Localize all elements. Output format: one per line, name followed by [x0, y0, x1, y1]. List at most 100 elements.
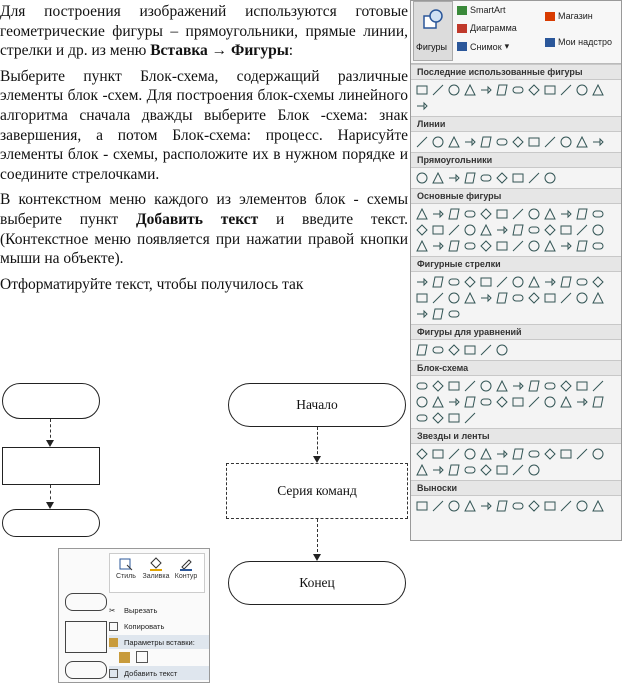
shape-option-icon[interactable] — [462, 410, 478, 426]
shape-option-icon[interactable] — [462, 290, 478, 306]
shape-option-icon[interactable] — [590, 394, 606, 410]
shape-option-icon[interactable] — [542, 134, 558, 150]
shape-option-icon[interactable] — [510, 498, 526, 514]
shape-option-icon[interactable] — [526, 498, 542, 514]
shape-option-icon[interactable] — [542, 394, 558, 410]
shape-option-icon[interactable] — [526, 222, 542, 238]
shape-option-icon[interactable] — [494, 446, 510, 462]
shape-option-icon[interactable] — [526, 82, 542, 98]
shape-option-icon[interactable] — [414, 306, 430, 322]
shape-option-icon[interactable] — [414, 498, 430, 514]
shape-option-icon[interactable] — [542, 82, 558, 98]
shape-option-icon[interactable] — [446, 222, 462, 238]
blank-terminator-top[interactable] — [2, 383, 100, 419]
shape-option-icon[interactable] — [430, 342, 446, 358]
shape-option-icon[interactable] — [574, 290, 590, 306]
shape-option-icon[interactable] — [494, 290, 510, 306]
shape-option-icon[interactable] — [590, 290, 606, 306]
shape-option-icon[interactable] — [558, 206, 574, 222]
shape-option-icon[interactable] — [414, 170, 430, 186]
addins-button[interactable]: Мои надстро — [545, 37, 612, 47]
shape-option-icon[interactable] — [510, 206, 526, 222]
shape-option-icon[interactable] — [590, 498, 606, 514]
shape-option-icon[interactable] — [510, 462, 526, 478]
shape-option-icon[interactable] — [430, 498, 446, 514]
shape-option-icon[interactable] — [526, 462, 542, 478]
shape-option-icon[interactable] — [462, 446, 478, 462]
shape-option-icon[interactable] — [430, 82, 446, 98]
shape-option-icon[interactable] — [590, 206, 606, 222]
shape-option-icon[interactable] — [414, 274, 430, 290]
shape-option-icon[interactable] — [558, 238, 574, 254]
shape-option-icon[interactable] — [526, 238, 542, 254]
shape-option-icon[interactable] — [478, 170, 494, 186]
shape-option-icon[interactable] — [462, 462, 478, 478]
shape-option-icon[interactable] — [478, 290, 494, 306]
shape-option-icon[interactable] — [478, 378, 494, 394]
shape-option-icon[interactable] — [414, 446, 430, 462]
shape-option-icon[interactable] — [414, 342, 430, 358]
shape-option-icon[interactable] — [414, 222, 430, 238]
shape-option-icon[interactable] — [414, 462, 430, 478]
shape-option-icon[interactable] — [574, 134, 590, 150]
fill-button[interactable]: Заливка — [142, 557, 170, 580]
shape-option-icon[interactable] — [462, 238, 478, 254]
shape-option-icon[interactable] — [574, 222, 590, 238]
shape-option-icon[interactable] — [542, 290, 558, 306]
shape-option-icon[interactable] — [526, 170, 542, 186]
shape-option-icon[interactable] — [446, 206, 462, 222]
shape-option-icon[interactable] — [414, 290, 430, 306]
shape-option-icon[interactable] — [462, 498, 478, 514]
shape-option-icon[interactable] — [542, 274, 558, 290]
shape-option-icon[interactable] — [510, 290, 526, 306]
shape-option-icon[interactable] — [462, 342, 478, 358]
shape-option-icon[interactable] — [478, 274, 494, 290]
shape-option-icon[interactable] — [446, 378, 462, 394]
shape-option-icon[interactable] — [462, 206, 478, 222]
shape-option-icon[interactable] — [558, 290, 574, 306]
shape-option-icon[interactable] — [510, 82, 526, 98]
shape-option-icon[interactable] — [478, 446, 494, 462]
shape-option-icon[interactable] — [446, 410, 462, 426]
shape-option-icon[interactable] — [430, 306, 446, 322]
shape-option-icon[interactable] — [526, 378, 542, 394]
shape-option-icon[interactable] — [446, 274, 462, 290]
shape-option-icon[interactable] — [414, 378, 430, 394]
process-block[interactable]: Серия команд — [226, 463, 408, 519]
shape-option-icon[interactable] — [574, 238, 590, 254]
shape-option-icon[interactable] — [542, 498, 558, 514]
shape-option-icon[interactable] — [526, 290, 542, 306]
shape-option-icon[interactable] — [414, 206, 430, 222]
shape-option-icon[interactable] — [590, 134, 606, 150]
shape-option-icon[interactable] — [430, 462, 446, 478]
shape-option-icon[interactable] — [430, 206, 446, 222]
store-button[interactable]: Магазин — [545, 11, 593, 21]
shape-option-icon[interactable] — [558, 274, 574, 290]
shape-option-icon[interactable] — [430, 222, 446, 238]
shape-option-icon[interactable] — [510, 274, 526, 290]
shape-option-icon[interactable] — [414, 134, 430, 150]
shape-option-icon[interactable] — [494, 498, 510, 514]
shape-option-icon[interactable] — [526, 446, 542, 462]
shape-option-icon[interactable] — [558, 394, 574, 410]
shape-option-icon[interactable] — [478, 82, 494, 98]
start-terminator[interactable]: Начало — [228, 383, 406, 427]
shape-option-icon[interactable] — [462, 274, 478, 290]
style-button[interactable]: Стиль — [112, 557, 140, 580]
shape-option-icon[interactable] — [494, 222, 510, 238]
shape-option-icon[interactable] — [558, 222, 574, 238]
shape-option-icon[interactable] — [558, 378, 574, 394]
shape-option-icon[interactable] — [542, 378, 558, 394]
shape-option-icon[interactable] — [510, 222, 526, 238]
shape-option-icon[interactable] — [446, 498, 462, 514]
shape-option-icon[interactable] — [462, 82, 478, 98]
shape-option-icon[interactable] — [574, 274, 590, 290]
shape-option-icon[interactable] — [478, 462, 494, 478]
shape-option-icon[interactable] — [430, 274, 446, 290]
smartart-button[interactable]: SmartArt — [457, 5, 506, 15]
paste-keep-icon[interactable] — [119, 651, 130, 663]
shape-option-icon[interactable] — [414, 82, 430, 98]
shape-option-icon[interactable] — [558, 134, 574, 150]
shape-option-icon[interactable] — [430, 410, 446, 426]
shape-option-icon[interactable] — [462, 394, 478, 410]
